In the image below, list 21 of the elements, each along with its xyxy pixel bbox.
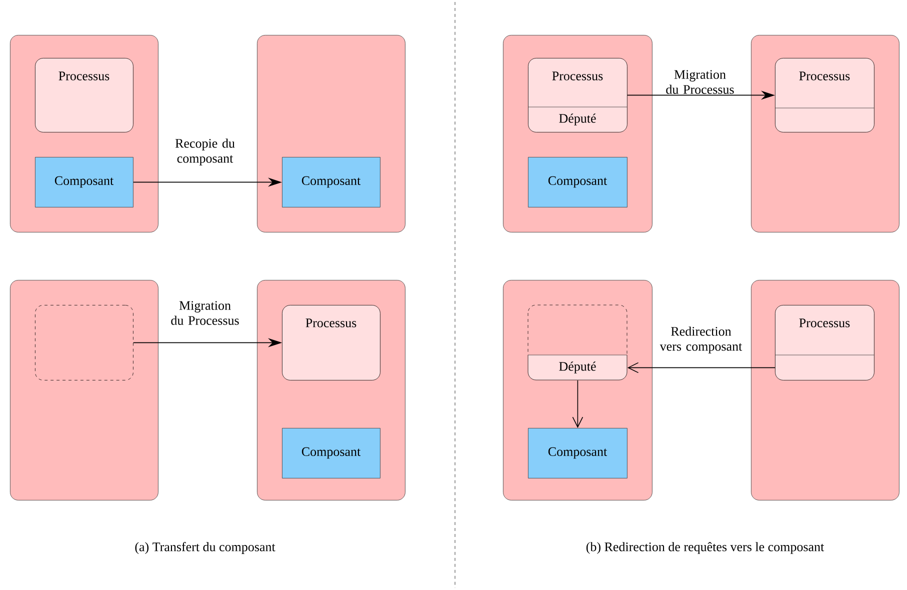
edge-label: Redirection vers composant: [660, 326, 742, 354]
proxy-box: Député: [528, 304, 628, 380]
edge-label: Migration du Processus: [171, 301, 239, 325]
component-box: Composant: [35, 157, 134, 208]
edge-label: Recopie du composant: [175, 138, 235, 166]
container-box: [10, 280, 158, 500]
component-box: Composant: [282, 428, 380, 478]
caption: (a) Transfert du composant: [135, 542, 276, 554]
component-box: Composant: [528, 157, 628, 208]
placeholder-box: [35, 305, 134, 380]
process-box: Processus: [774, 58, 874, 132]
caption: (b) Redirection de requêtes vers le composant: [586, 542, 824, 554]
arrow: [627, 362, 776, 374]
process-box: Processus Député: [528, 58, 628, 132]
process-box: Processus: [35, 58, 134, 132]
arrow: [572, 380, 584, 428]
process-box: Processus: [774, 305, 874, 380]
component-box: Composant: [528, 428, 628, 478]
edge-label: Migration du Processus: [666, 70, 734, 94]
component-box: Composant: [282, 157, 380, 208]
process-box: Processus: [282, 305, 380, 380]
